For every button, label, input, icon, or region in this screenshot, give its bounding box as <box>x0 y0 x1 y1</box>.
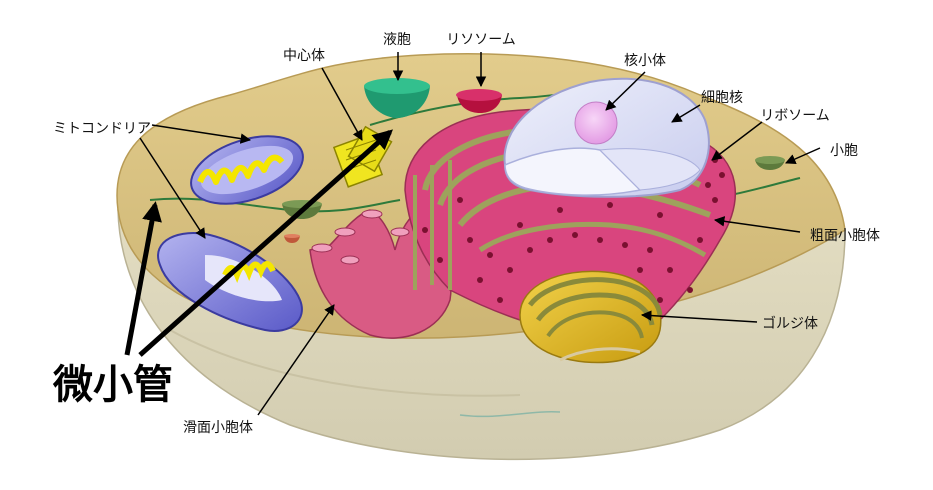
smooth-er-tube <box>362 210 382 218</box>
smooth-er-tube <box>312 244 332 252</box>
label-lysosome: リソソーム <box>446 32 516 48</box>
smooth-er-tube <box>335 228 355 236</box>
golgi-apparatus <box>520 271 661 362</box>
label-nucleolus: 核小体 <box>624 53 666 69</box>
label-vacuole: 液胞 <box>383 32 411 48</box>
label-ribosome: リボソーム <box>760 108 830 124</box>
vesicle-rim <box>755 156 785 164</box>
label-centriole: 中心体 <box>283 48 325 64</box>
vesicle-rim <box>284 234 300 238</box>
smooth-er-tube <box>341 256 359 264</box>
label-microtubule: 微小管 <box>52 362 173 408</box>
nucleolus <box>575 102 617 144</box>
smooth-er-tube <box>391 228 409 236</box>
label-vesicle: 小胞 <box>830 143 858 159</box>
label-golgi: ゴルジ体 <box>762 315 818 332</box>
vacuole-rim <box>364 78 430 94</box>
label-mitochondria: ミトコンドリア <box>53 121 151 137</box>
label-smooth-er: 滑面小胞体 <box>183 419 253 436</box>
label-nucleus: 細胞核 <box>701 90 743 106</box>
label-rough-er: 粗面小胞体 <box>810 228 880 244</box>
lysosome-rim <box>456 89 502 101</box>
